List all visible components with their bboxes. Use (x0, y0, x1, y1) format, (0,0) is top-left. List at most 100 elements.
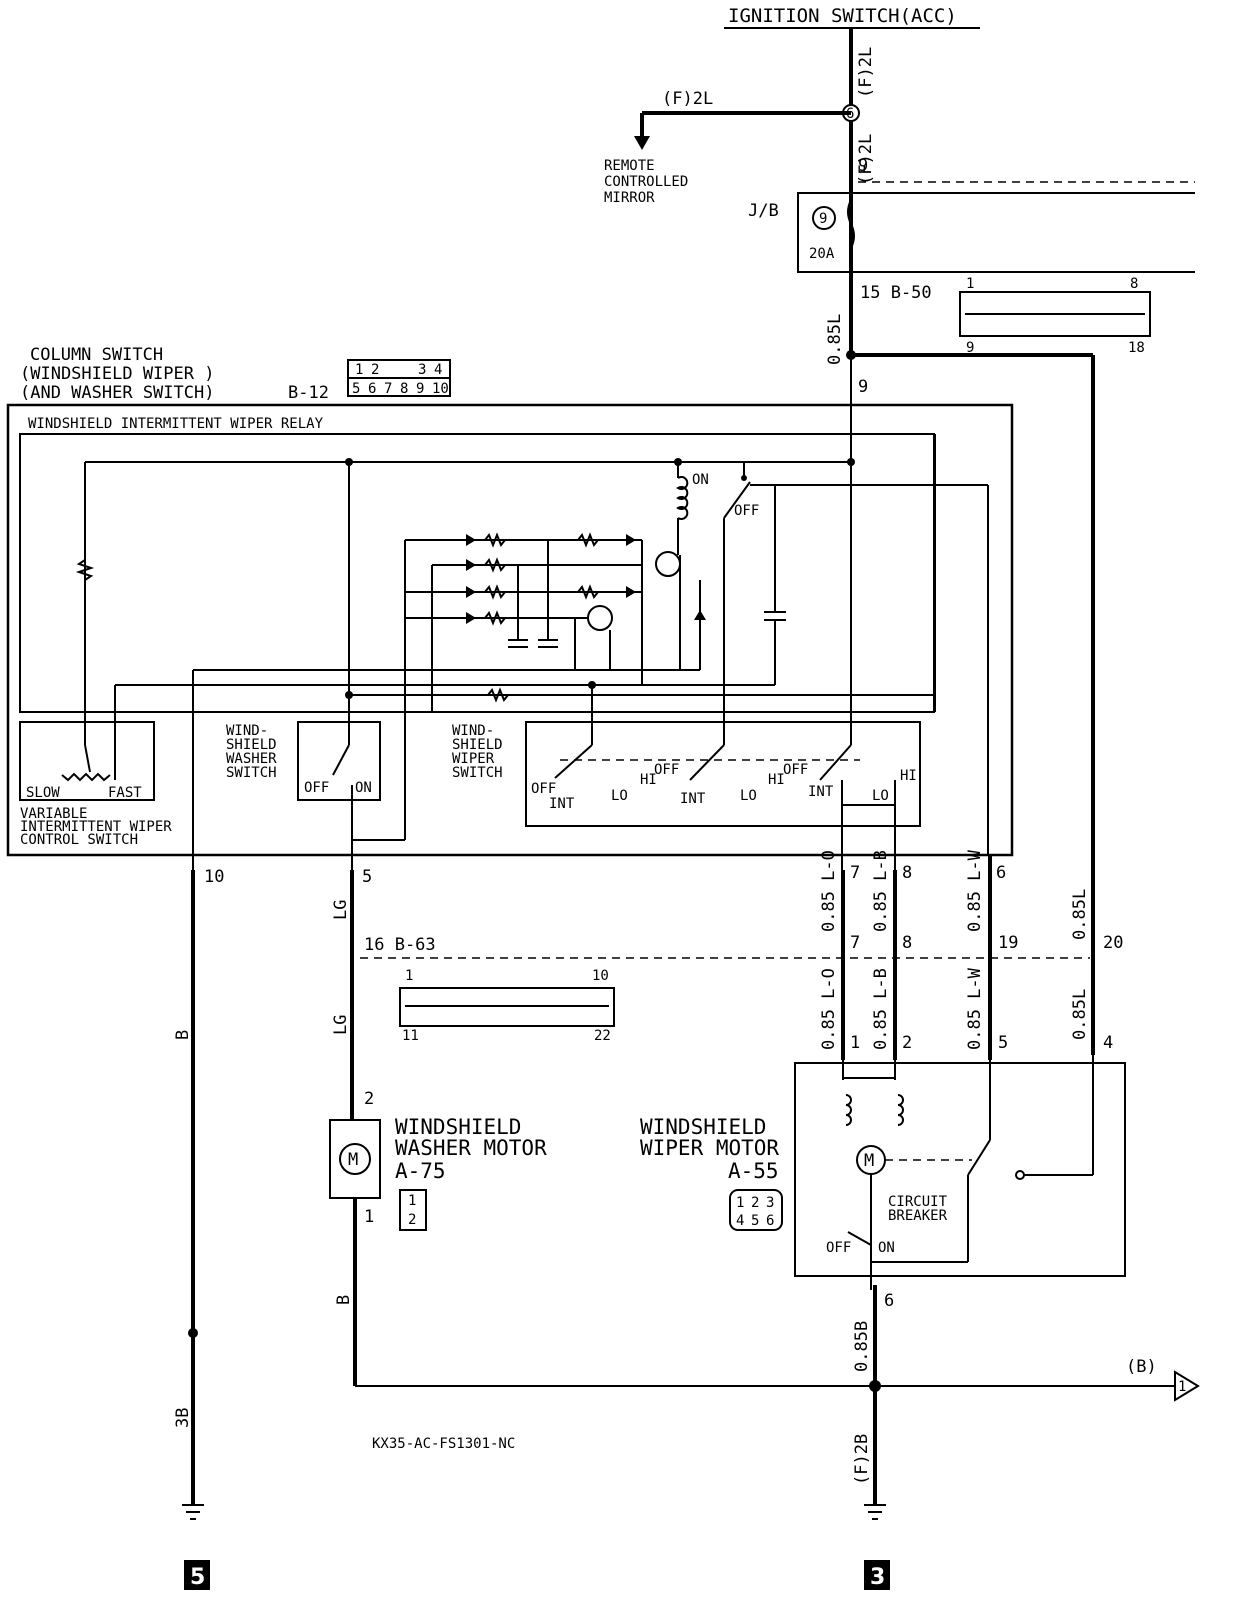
mirror-arrow-icon (634, 136, 650, 150)
f2l-top-label: (F)2L (856, 47, 876, 98)
b12-pin-9: 9 (416, 381, 424, 397)
diode-icon (466, 612, 476, 624)
wiper-motor-1: WINDSHIELD (640, 1115, 766, 1139)
fuse-number: 9 (819, 211, 827, 227)
splice-left (188, 1328, 198, 1338)
washer-switch-1: WIND- (226, 723, 268, 739)
wire-lb-lower: 0.85 L-B (871, 968, 891, 1050)
variable-switch-3: CONTROL SWITCH (20, 832, 138, 848)
column-switch-2: (WINDSHIELD WIPER ) (20, 364, 214, 384)
wiper-arm (84, 744, 91, 773)
wiper-switch-arm-3 (819, 744, 852, 781)
slow-label: SLOW (26, 785, 60, 801)
sw3-off: OFF (783, 762, 808, 778)
relay-coil-icon (676, 476, 689, 520)
wire-lw-lower: 0.85 L-W (965, 967, 985, 1050)
diode-icon (466, 559, 476, 571)
b63-pin-11: 11 (402, 1028, 419, 1044)
sw1-off: OFF (531, 781, 556, 797)
transistor-icon (655, 551, 681, 577)
washer-switch-arm (332, 744, 350, 776)
wiper-switch-1: WIND- (452, 723, 494, 739)
b63-pin-19: 19 (998, 933, 1018, 953)
resistor-icon (487, 687, 509, 703)
motor-winding-icon (845, 1094, 852, 1126)
fast-label: FAST (108, 785, 142, 801)
wire-lw-upper: 0.85 L-W (965, 849, 985, 932)
washer-conn-2: 2 (408, 1212, 416, 1228)
resistor-icon (484, 610, 506, 626)
b12-pin-3: 3 (418, 362, 426, 378)
remote-mirror-2: CONTROLLED (604, 174, 688, 190)
b12-pin-5: 5 (352, 381, 360, 397)
ground-5-badge (184, 1560, 210, 1590)
pin-9-top-label: 9 (858, 156, 868, 176)
column-switch-3: (AND WASHER SWITCH) (20, 383, 214, 403)
resistor-icon (484, 584, 506, 600)
wire-b-left: B (173, 1030, 193, 1040)
sw1-lo: LO (611, 788, 628, 804)
pin-8: 8 (902, 863, 912, 883)
diode-icon (466, 534, 476, 546)
wiper-switch-arm-1 (554, 744, 593, 779)
b12-pin-2: 2 (371, 362, 379, 378)
pin-5: 5 (362, 867, 372, 887)
sw3-hi: HI (900, 768, 917, 784)
motor-pin-5: 5 (998, 1033, 1008, 1053)
wiper-switch-arm-2 (689, 744, 725, 781)
b12-pin-6: 6 (368, 381, 376, 397)
column-switch-1: COLUMN SWITCH (30, 345, 163, 365)
b50-pin-9: 9 (966, 340, 974, 356)
washer-switch-2: SHIELD (226, 737, 277, 753)
wiper-conn-5: 5 (751, 1213, 759, 1229)
ground-3-label: 3 (870, 1565, 885, 1590)
wiper-switch-4: SWITCH (452, 765, 503, 781)
washer-motor-3: A-75 (395, 1159, 446, 1183)
ground-5-label: 5 (190, 1565, 205, 1590)
washer-conn-1: 1 (408, 1193, 416, 1209)
sw3-int: INT (808, 784, 834, 800)
f2l-mid-label: (F)2L (856, 134, 876, 185)
relay-off-label: OFF (734, 503, 759, 519)
wiper-motor-3: A-55 (728, 1159, 779, 1183)
wire-085l-vert: 0.85L (825, 314, 845, 365)
sw1-int: INT (549, 796, 575, 812)
to-b-label: (B) (1126, 1357, 1157, 1377)
washer-switch-3: WASHER (226, 751, 277, 767)
b12-pin-7: 7 (384, 381, 392, 397)
motor-icon (339, 1143, 371, 1175)
b63-pin-1: 1 (405, 968, 413, 984)
fuse-amp: 20A (809, 246, 835, 262)
resistor-icon (577, 532, 599, 548)
b63-pin-8: 8 (902, 933, 912, 953)
wire-l-lower: 0.85L (1070, 989, 1090, 1040)
zener-diode-icon (694, 610, 706, 620)
b63-label: 16 B-63 (364, 935, 436, 955)
b12-pin-10: 10 (432, 381, 449, 397)
b50-pin-8: 8 (1130, 276, 1138, 292)
variable-resistor-icon (61, 772, 111, 782)
washer-motor-1: WINDSHIELD (395, 1115, 521, 1139)
b63-pin-7: 7 (850, 933, 860, 953)
cb-on: ON (878, 1240, 895, 1256)
relay-contact-arm (723, 481, 751, 519)
pin-10: 10 (204, 867, 224, 887)
circuit-breaker-2: BREAKER (888, 1208, 948, 1224)
to-b-num: 1 (1178, 1379, 1186, 1395)
remote-mirror-3: MIRROR (604, 190, 655, 206)
breaker-arm (847, 1231, 872, 1246)
wire-lg-upper: LG (331, 900, 351, 920)
sw2-lo: LO (740, 788, 757, 804)
park-contact (1015, 1170, 1025, 1180)
washer-on: ON (355, 780, 372, 796)
b50-label: 15 B-50 (860, 283, 932, 303)
park-switch-arm (967, 1139, 991, 1176)
b12-pin-4: 4 (434, 362, 442, 378)
variable-switch-1: VARIABLE (20, 806, 87, 822)
ignition-label: IGNITION SWITCH(ACC) (728, 5, 957, 27)
motor-pin-1: 1 (850, 1033, 860, 1053)
variable-switch-box (19, 721, 155, 801)
motor-m-glyph: M (348, 1150, 358, 1170)
pin-6: 6 (996, 863, 1006, 883)
